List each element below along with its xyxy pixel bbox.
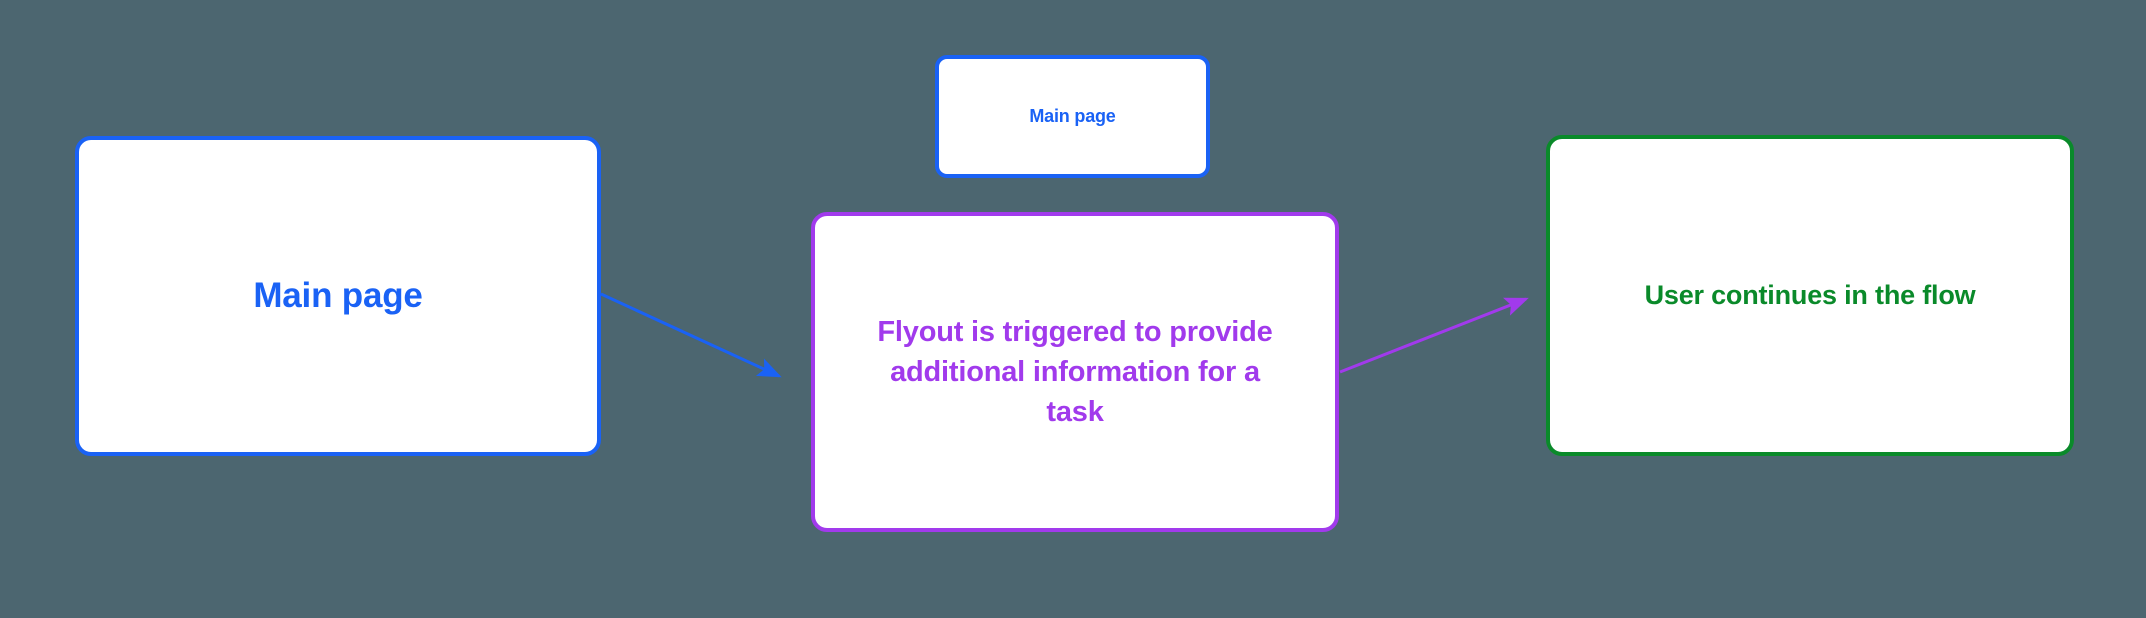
node-user-continues-label: User continues in the flow [1644,279,1976,310]
node-main-page-left-label: Main page [253,276,423,316]
connector-flyout-to-continues [1339,297,1529,374]
node-flyout-label: Flyout is triggered to provide additiona… [877,315,1273,428]
node-user-continues[interactable]: User continues in the flow [1546,135,2074,456]
node-main-page-left[interactable]: Main page [75,136,601,456]
node-main-page-top-label: Main page [1029,105,1116,126]
node-main-page-top[interactable]: Main page [935,55,1210,178]
connector-main-page-to-flyout [600,292,782,378]
node-flyout[interactable]: Flyout is triggered to provide additiona… [811,212,1339,532]
